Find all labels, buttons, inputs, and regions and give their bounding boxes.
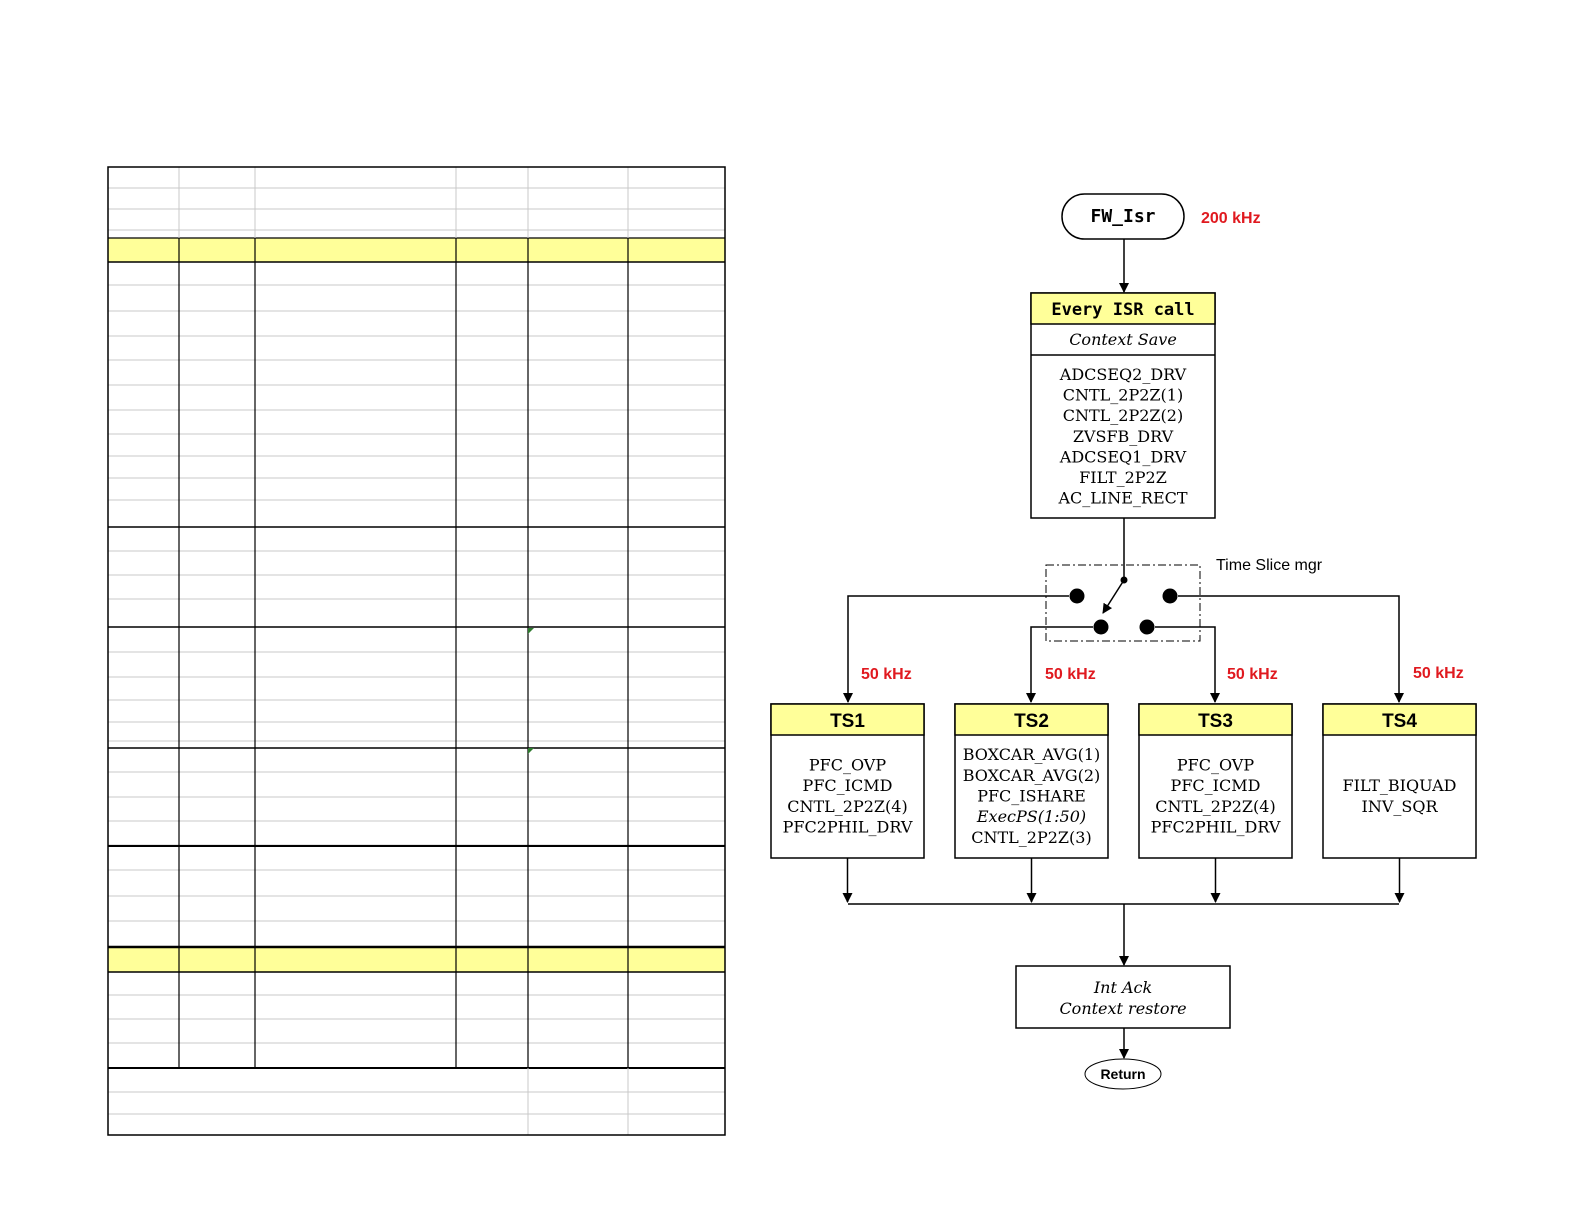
- time-slice-header: [954, 703, 1109, 736]
- switch-contact-ts3: [1139, 619, 1155, 635]
- fw-isr-terminal: [1061, 193, 1185, 240]
- switch-contact-ts4: [1162, 588, 1178, 604]
- context-restore-label: Context restore: [1059, 999, 1186, 1018]
- every-isr-item: CNTL_2P2Z(1): [1063, 386, 1183, 405]
- blank-spreadsheet-table: [107, 166, 726, 1136]
- cell-comment-marker: [528, 748, 534, 754]
- time-slice-frequency: 50 kHz: [861, 666, 912, 683]
- time-slice-item: FILT_BIQUAD: [1343, 776, 1457, 795]
- time-slice-manager-box: [1045, 564, 1201, 642]
- every-isr-item: ZVSFB_DRV: [1073, 427, 1174, 446]
- cell-comment-marker: [528, 628, 534, 634]
- every-isr-call-title: Every ISR call: [1051, 300, 1194, 320]
- time-slice-frequency: 50 kHz: [1413, 665, 1464, 682]
- every-isr-item: FILT_2P2Z: [1079, 468, 1167, 487]
- every-isr-item: AC_LINE_RECT: [1057, 489, 1187, 508]
- time-slice-item: PFC_OVP: [1177, 755, 1255, 774]
- time-slice-item: BOXCAR_AVG(1): [963, 745, 1101, 764]
- switch-contact-ts1: [1069, 588, 1085, 604]
- time-slice-item: CNTL_2P2Z(4): [1155, 797, 1275, 816]
- isr-frequency-label: 200 kHz: [1201, 210, 1261, 227]
- every-isr-item-list: ADCSEQ2_DRV CNTL_2P2Z(1)CNTL_2P2Z(2) ZVSFB…: [1057, 365, 1187, 508]
- int-ack-box: [1015, 965, 1231, 1029]
- time-slice-manager-label: Time Slice mgr: [1216, 557, 1323, 574]
- time-slice-item: CNTL_2P2Z(3): [971, 828, 1091, 847]
- every-isr-item: ADCSEQ2_DRV: [1059, 365, 1187, 384]
- time-slice-title: TS4: [1382, 711, 1417, 732]
- time-slice-item: CNTL_2P2Z(4): [787, 797, 907, 816]
- time-slice-item: PFC_ISHARE: [977, 787, 1086, 806]
- time-slice-item: PFC2PHIL_DRV: [1151, 818, 1281, 837]
- table-outer-border: [107, 166, 726, 1136]
- merge-connectors: [848, 903, 1399, 966]
- isr-flowchart: FW_Isr 200 kHz Every ISR call Context Sa…: [770, 193, 1477, 1090]
- time-slice-title: TS3: [1198, 711, 1233, 732]
- time-slice-frequency: 50 kHz: [1227, 666, 1278, 683]
- context-save-label: Context Save: [1069, 330, 1177, 349]
- connector-switch-to-ts3: [1155, 626, 1220, 703]
- every-isr-call-box: [1030, 292, 1216, 519]
- connector-switch-to-ts4: [1178, 595, 1404, 703]
- every-isr-call-header: [1030, 292, 1216, 325]
- time-slice-title: TS2: [1014, 711, 1049, 732]
- time-slice-frequency: 50 kHz: [1045, 666, 1096, 683]
- connector-switch-to-ts2: [1026, 626, 1093, 703]
- table-header-band: [108, 947, 725, 972]
- time-slice-header: [1138, 703, 1293, 736]
- time-slice-item: INV_SQR: [1362, 797, 1439, 816]
- return-terminal: [1084, 1058, 1162, 1090]
- table-header-band: [108, 238, 725, 262]
- fw-isr-label: FW_Isr: [1090, 206, 1155, 227]
- time-slice-item: PFC_ICMD: [1171, 776, 1261, 795]
- every-isr-item: ADCSEQ1_DRV: [1059, 447, 1187, 466]
- switch-contact-ts2: [1093, 619, 1109, 635]
- every-isr-item: CNTL_2P2Z(2): [1063, 406, 1183, 425]
- time-slice-item: ExecPS(1:50): [976, 807, 1086, 826]
- return-label: Return: [1100, 1066, 1145, 1082]
- time-slice-item: PFC2PHIL_DRV: [783, 818, 913, 837]
- time-slice-header: [770, 703, 925, 736]
- time-slice-header: [1322, 703, 1477, 736]
- time-slice-item: BOXCAR_AVG(2): [963, 766, 1101, 785]
- time-slice-item: PFC_OVP: [809, 755, 887, 774]
- connector-switch-to-ts1: [843, 595, 1069, 703]
- switch-arm-arrow: [1102, 579, 1125, 614]
- int-ack-label: Int Ack: [1093, 978, 1152, 997]
- time-slice-item: PFC_ICMD: [803, 776, 893, 795]
- time-slice-title: TS1: [830, 711, 865, 732]
